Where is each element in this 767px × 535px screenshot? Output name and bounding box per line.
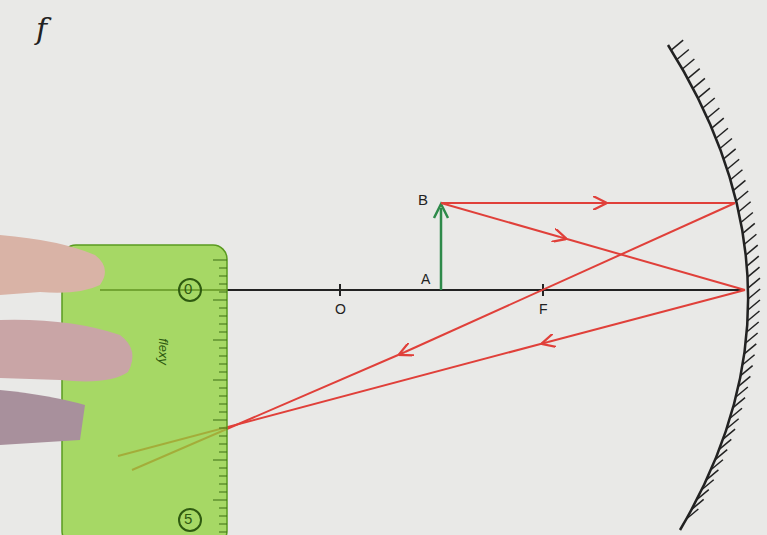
- object-arrowhead: [434, 204, 448, 218]
- tick: [339, 284, 341, 296]
- point-label: B: [418, 192, 428, 207]
- object-arrow: [440, 208, 443, 290]
- hand: [0, 235, 133, 445]
- ruler-mark: [179, 509, 201, 531]
- point-label: O: [335, 302, 346, 316]
- ruler-ticks: [213, 260, 227, 532]
- ruler-brand: flexy: [157, 338, 170, 365]
- ruler-mark: [179, 279, 201, 301]
- point-label: F: [539, 302, 548, 316]
- focal-length-symbol: f: [36, 14, 47, 44]
- ruler-number: 0: [184, 281, 192, 296]
- point-label: A: [421, 272, 430, 286]
- ruler-number: 5: [184, 511, 192, 526]
- mirror-hatching: [671, 40, 760, 519]
